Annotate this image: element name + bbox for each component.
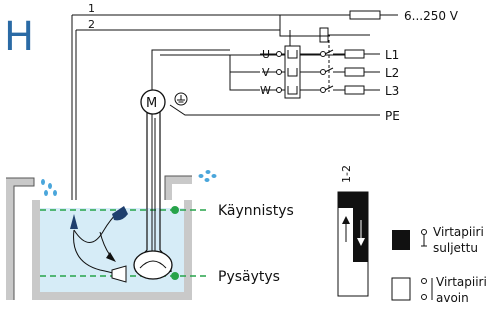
terminal-u: U — [262, 48, 270, 61]
wire-2 — [76, 29, 330, 37]
fuse-l2 — [344, 67, 365, 77]
anchor-weight — [70, 214, 78, 229]
closed-label-1: Virtapiiri — [433, 225, 484, 239]
open-label-1: Virtapiiri — [436, 275, 487, 289]
line-out — [364, 53, 380, 91]
float-lower — [111, 265, 127, 283]
fuse-supply — [349, 10, 381, 20]
motor-terminals — [276, 51, 282, 93]
wiring — [72, 14, 398, 118]
water-drops-right — [198, 170, 217, 182]
closed-label-2: suljettu — [433, 241, 478, 255]
overload-relay — [284, 45, 301, 99]
stop-level-label: Pysäytys — [218, 269, 280, 285]
up-arrow-head — [342, 216, 350, 224]
line-l3-label: L3 — [385, 84, 399, 98]
line-l1-label: L1 — [385, 48, 399, 62]
down-arrow-head — [357, 238, 365, 246]
section-letter: H — [4, 14, 34, 60]
start-level-dot — [171, 206, 179, 214]
stop-level-dot — [171, 272, 179, 280]
pe-label: PE — [385, 109, 400, 123]
terminal-w: W — [260, 84, 271, 97]
wire-number-1: 1 — [88, 2, 95, 15]
fuses — [344, 10, 381, 95]
open-label-2: avoin — [436, 291, 469, 305]
outlet-pipe-outline — [164, 175, 192, 200]
overload-box — [284, 45, 301, 99]
wire-number-2: 2 — [88, 18, 95, 31]
open-swatch — [391, 277, 411, 301]
contact-number-label: 1-2 — [340, 165, 353, 183]
contact-leads — [333, 53, 345, 91]
pump-housing — [133, 250, 173, 280]
inlet-pipe — [6, 178, 34, 300]
closed-contact-top — [421, 229, 427, 235]
contact-open-fill — [338, 208, 353, 296]
float-cable-upper — [71, 15, 77, 200]
open-contact-bottom — [421, 294, 427, 300]
overload-out — [300, 53, 320, 91]
pump — [133, 110, 173, 280]
closed-contact-line — [421, 235, 427, 247]
earth-icon — [174, 92, 188, 106]
relay-coil — [319, 27, 329, 43]
motor-letter: M — [146, 96, 157, 111]
inlet-pipe-outline — [6, 177, 35, 300]
supply-voltage-label: 6...250 V — [404, 9, 459, 23]
float-upper — [112, 206, 128, 221]
movement-arrow-head — [106, 252, 116, 262]
float-switch — [70, 15, 128, 283]
closed-swatch — [392, 230, 410, 250]
outlet-pipe — [165, 176, 192, 200]
start-level-label: Käynnistys — [218, 203, 294, 219]
pump-impeller — [139, 260, 167, 269]
motor-symbol — [140, 89, 166, 115]
water-drops-left — [41, 179, 57, 196]
terminal-v: V — [262, 66, 270, 79]
tank — [6, 170, 217, 300]
overload-elements — [287, 50, 298, 95]
water — [40, 208, 184, 294]
fuse-l1 — [344, 49, 365, 59]
legend: 1-2 Virtapiiri suljettu Virtapiiri avoin — [337, 165, 487, 305]
fuse-l3 — [344, 85, 365, 95]
contact-bar-outline — [337, 191, 369, 297]
pe-line — [169, 104, 380, 116]
contactor-contacts — [320, 40, 334, 93]
line-l2-label: L2 — [385, 66, 399, 80]
open-contact-top — [421, 278, 427, 284]
